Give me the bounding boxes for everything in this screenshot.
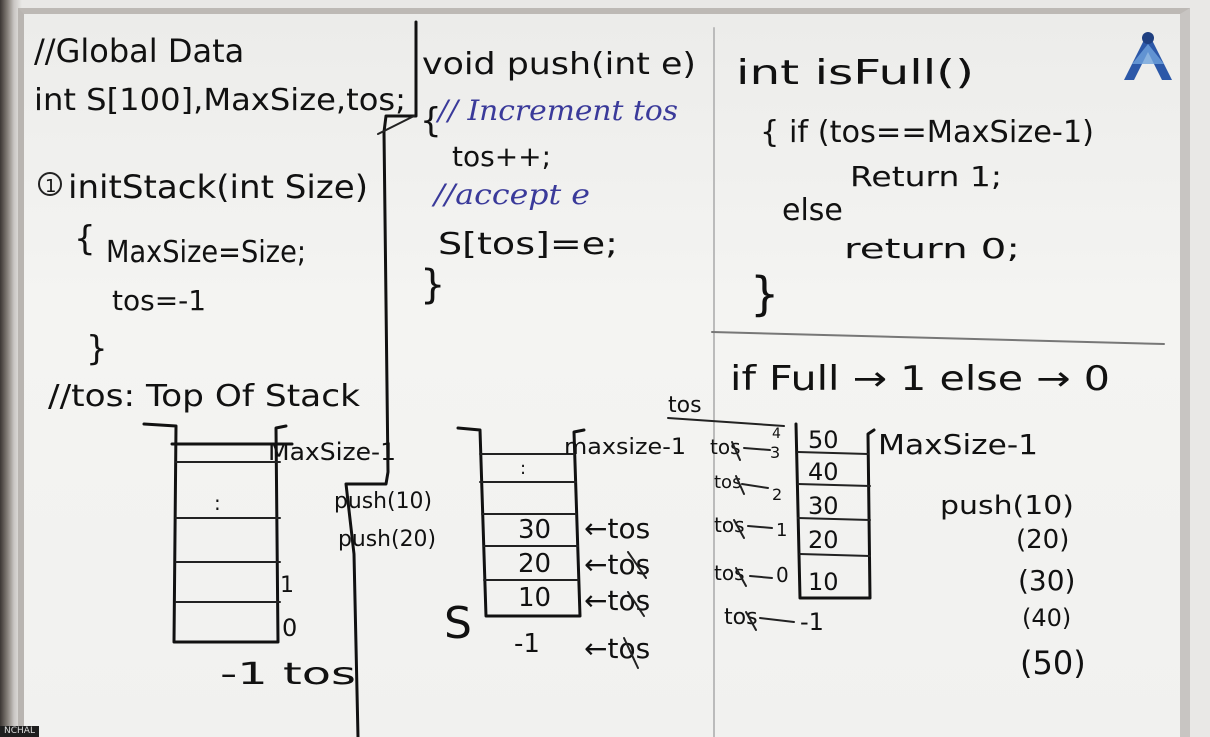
stack3-index-2: 2 [772,485,782,504]
stack1-index-1: 1 [280,573,294,598]
stack3-cell-10: 10 [808,568,839,596]
stack3-strikeouts [731,441,757,631]
stack3-tos-top: tos [668,393,702,418]
stack3-cell-20: 20 [808,526,839,554]
panel-isfull: int isFull() { if (tos==MaxSize-1) Retur… [667,53,1110,682]
tos-comment: //tos: Top Of Stack [48,379,361,414]
stack3-tos-label-0: tos [714,561,745,585]
stack2-tos-arrow-10: ←tos [584,584,650,617]
stack3-call-30: (30) [1018,564,1075,597]
stack3-cell-50: 50 [808,426,839,454]
stack2-cell-20: 20 [518,549,551,579]
stack3-index-minus1: -1 [800,608,824,636]
init-line-maxsize: MaxSize=Size; [106,235,306,270]
stack2-cell-10: 10 [518,583,551,613]
init-close-brace: } [86,329,108,369]
stack-diagram-push: : maxsize-1 30 20 10 ←tos ←tos ←tos ←tos… [444,426,686,669]
stack-diagram-initial: : MaxSize-1 1 0 -1 tos [142,422,396,692]
whiteboard-drawing: //Global Data int S[100],MaxSize,tos; 1 … [34,20,1172,737]
stack2-tos-arrow-minus1: ←tos [584,632,650,665]
push-call-20: push(20) [338,527,436,552]
stack3-tos-label-3: tos [710,435,741,459]
stack3-tos-label-minus1: tos [724,605,758,630]
stack3-arrows [741,447,795,623]
push-comment-increment: // Increment tos [435,94,678,127]
push-comment-accept: //accept e [431,178,590,211]
stack2-name: S [444,598,472,649]
isfull-else: else [782,193,843,228]
push-close-brace: } [420,262,445,308]
init-open-brace: { [74,219,96,259]
push-signature: void push(int e) [422,47,696,82]
stack2-top-label: maxsize-1 [564,435,686,460]
stack3-cell-30: 30 [808,492,839,520]
isfull-summary: if Full → 1 else → 0 [730,359,1110,399]
stack2-tos-arrow-30: ←tos [584,512,650,545]
push-open-brace: { [420,101,442,141]
stack2-strikeouts [623,551,647,669]
stack3-call-10: push(10) [940,491,1074,521]
stack2-dots: : [520,458,526,479]
push-line-assign: S[tos]=e; [438,227,618,262]
whiteboard: //Global Data int S[100],MaxSize,tos; 1 … [18,8,1190,737]
stack1-bottom-label: -1 tos [220,657,356,692]
push-call-10: push(10) [334,489,432,514]
stack2-minus-one: -1 [514,629,540,659]
global-data-comment: //Global Data [34,32,244,70]
stack2-tos-arrow-20: ←tos [584,548,650,581]
stack3-tos-label-2: tos [714,472,741,493]
isfull-return-1: Return 1; [850,160,1002,193]
panel-push: void push(int e) { // Increment tos tos+… [334,47,696,669]
stack3-maxsize-label: MaxSize-1 [878,428,1038,461]
stack3-index-4: 4 [772,426,781,442]
stack3-cell-40: 40 [808,458,839,486]
panel-dividers [344,20,1165,737]
stack1-index-0: 0 [282,614,297,642]
step-number: 1 [45,176,56,197]
stack-diagram-full: tos 50 40 30 20 10 4 3 2 1 0 -1 tos [667,393,1086,682]
step-number-circle [38,172,62,196]
stack3-call-20: (20) [1016,525,1069,555]
push-line-increment: tos++; [452,140,551,173]
stack3-call-40: (40) [1022,604,1071,632]
isfull-signature: int isFull() [736,53,974,93]
stack3-tos-label-1: tos [714,513,745,537]
stack3-index-0: 0 [776,563,789,587]
isfull-close-brace: } [750,267,779,321]
stack2-cell-30: 30 [518,515,551,545]
stack3-index-3: 3 [770,443,780,462]
isfull-if-line: { if (tos==MaxSize-1) [760,115,1094,150]
global-declaration: int S[100],MaxSize,tos; [34,83,406,118]
init-line-tos: tos=-1 [112,284,206,317]
stack1-dots: : [214,491,221,515]
stack3-call-50: (50) [1020,644,1086,682]
university-logo-icon [1124,32,1172,80]
corner-tag: NCHAL [0,726,39,737]
init-stack-signature: initStack(int Size) [68,168,368,206]
stack1-top-label: MaxSize-1 [268,438,396,466]
panel-global-init: //Global Data int S[100],MaxSize,tos; 1 … [34,32,406,692]
stack3-index-1: 1 [776,520,787,541]
isfull-return-0: return 0; [844,232,1020,265]
